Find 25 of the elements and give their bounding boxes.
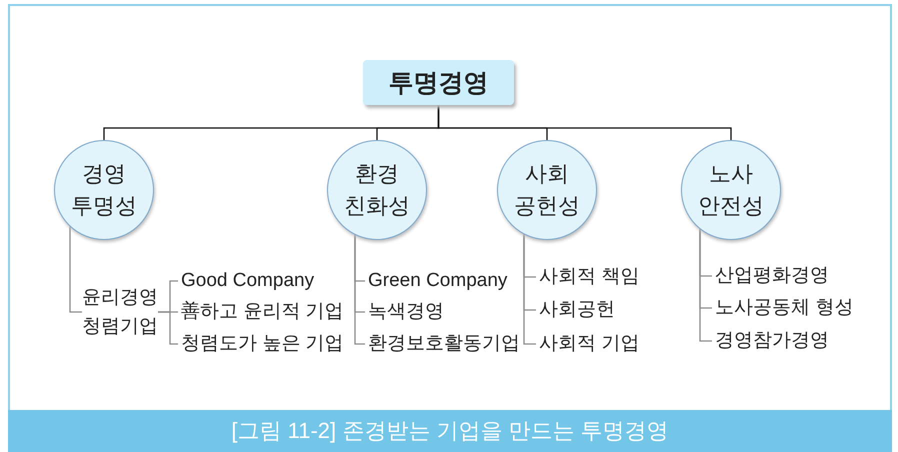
connector-line <box>438 105 732 140</box>
connector-line <box>354 234 365 345</box>
item-text: 청렴도가 높은 기업 <box>178 332 344 356</box>
connector-line <box>158 311 178 345</box>
caption-text: [그림 11-2] 존경받는 기업을 만드는 투명경영 <box>231 417 669 445</box>
item-text: 사회공헌 <box>536 298 615 322</box>
item-text: 산업평화경영 <box>712 264 829 288</box>
topic-circle: 환경 친화성 <box>327 140 427 240</box>
item-text: 노사공동체 형성 <box>712 296 854 320</box>
item-text: 사회적 책임 <box>536 265 640 289</box>
item-text: 윤리경영 청렴기업 <box>82 283 158 341</box>
connector-line <box>699 229 712 342</box>
topic-circle: 사회 공헌성 <box>497 140 597 240</box>
item-text: 환경보호활동기업 <box>365 332 520 356</box>
item-text: 경영참가경영 <box>712 329 829 353</box>
topic-circle: 경영 투명성 <box>54 140 154 240</box>
item-text: 사회적 기업 <box>536 332 640 356</box>
topic-circle: 노사 안전성 <box>681 140 781 240</box>
item-text: 善하고 윤리적 기업 <box>178 300 344 324</box>
item-text: 녹색경영 <box>365 300 444 324</box>
item-text: Green Company <box>365 269 508 293</box>
connector-line <box>69 226 82 313</box>
item-text: Good Company <box>178 269 314 293</box>
title-box: 투명경영 <box>363 60 514 105</box>
connector-line <box>523 234 536 345</box>
